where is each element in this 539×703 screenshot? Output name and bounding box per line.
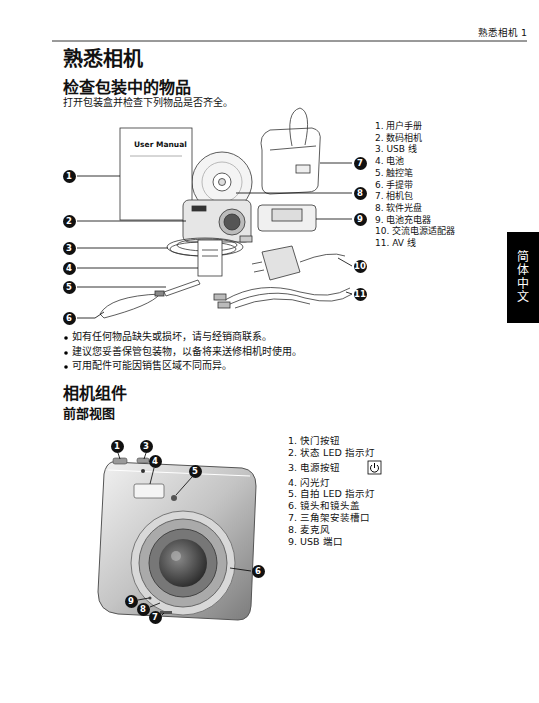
- part-list-entry: 9. USB 端口: [288, 536, 343, 547]
- callout-number: 8: [137, 603, 150, 616]
- item-list-entry: 4. 电池: [375, 156, 404, 167]
- item-list-entry: 9. 电池充电器: [375, 215, 431, 226]
- callout-number: 11: [354, 288, 367, 301]
- callout-number: 4: [63, 262, 76, 275]
- callout-number: 4: [149, 455, 162, 468]
- part-list-entry: 8. 麦克风: [288, 524, 330, 535]
- part-list-entry: 6. 镜头和镜头盖: [288, 500, 360, 511]
- callout-number: 3: [63, 242, 76, 255]
- callout-number: 2: [63, 215, 76, 228]
- item-list-entry: 6. 手提带: [375, 180, 413, 191]
- tab-text: 简体中文: [517, 251, 529, 304]
- bullet-note: 如有任何物品缺失或损坏，请与经销商联系。: [72, 331, 272, 343]
- callout-number: 9: [354, 213, 367, 226]
- callout-number: 5: [63, 281, 76, 294]
- callout-number: 9: [125, 595, 138, 608]
- item-list-entry: 11. AV 线: [375, 238, 416, 249]
- callout-number: 1: [63, 170, 76, 183]
- leader-lines: [118, 453, 251, 615]
- running-header: 熟悉相机 1: [478, 27, 527, 38]
- bullet-note: 可用配件可能因销售区域不同而异。: [72, 360, 232, 372]
- manual-cover-text: User Manual: [134, 140, 187, 149]
- item-list-entry: 8. 软件光盘: [375, 203, 422, 214]
- bullet-dots: [64, 336, 68, 369]
- leader-lines: [77, 163, 352, 318]
- callout-number: 1: [111, 440, 124, 453]
- callout-number: 6: [63, 312, 76, 325]
- callout-number: 6: [252, 565, 265, 578]
- section-heading: 检查包装中的物品: [63, 78, 191, 97]
- header-rule: [52, 41, 527, 42]
- item-list-entry: 7. 相机包: [375, 191, 413, 202]
- callout-number: 7: [354, 157, 367, 170]
- item-list-entry: 5. 触控笔: [375, 168, 413, 179]
- language-tab: 简体中文: [507, 232, 539, 323]
- callout-number: 5: [189, 465, 202, 478]
- callout-number: 10: [354, 260, 367, 273]
- callout-number: 8: [354, 187, 367, 200]
- item-list-entry: 1. 用户手册: [375, 121, 422, 132]
- part-list-entry: 4. 闪光灯: [288, 477, 330, 488]
- item-list-entry: 2. 数码相机: [375, 133, 422, 144]
- power-icon: [368, 461, 381, 474]
- part-list-entry: 5. 自拍 LED 指示灯: [288, 488, 375, 499]
- callout-number: 3: [140, 440, 153, 453]
- item-list-entry: 10. 交流电源适配器: [375, 226, 455, 237]
- part-list-entry: 3. 电源按钮: [288, 462, 340, 473]
- part-list-entry: 1. 快门按钮: [288, 435, 340, 446]
- package-illustration: [100, 108, 352, 318]
- section-heading: 相机组件: [63, 384, 127, 403]
- callout-number: 7: [149, 611, 162, 624]
- sub-heading: 前部视图: [63, 406, 115, 422]
- camera-front-illustration: [98, 458, 256, 620]
- page-title: 熟悉相机: [63, 47, 143, 71]
- item-list-entry: 3. USB 线: [375, 144, 417, 155]
- part-list-entry: 7. 三角架安装槽口: [288, 512, 370, 523]
- part-list-entry: 2. 状态 LED 指示灯: [288, 447, 375, 458]
- body-text: 打开包装盒并检查下列物品是否齐全。: [63, 97, 233, 109]
- bullet-note: 建议您妥善保管包装物，以备将来送修相机时使用。: [72, 346, 302, 358]
